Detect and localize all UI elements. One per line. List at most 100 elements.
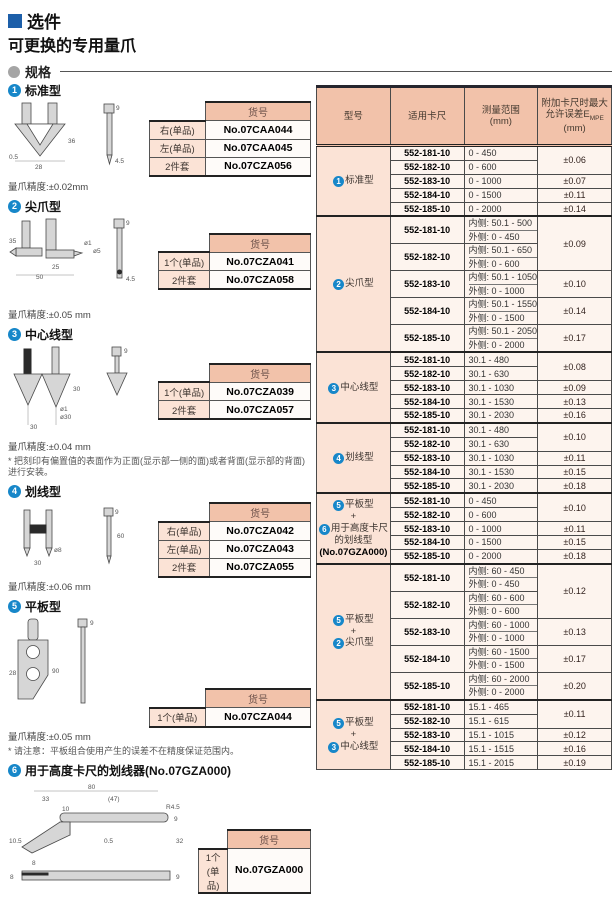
spacer-cell [149,689,206,708]
part-kind-cell: 2件套 [157,400,211,421]
dim-label: 4.5 [126,276,135,283]
part-number-cell: No.07CZA058 [209,270,311,291]
range-cell: 30.1 - 630 [463,436,539,452]
outside-range: 外侧: 0 - 1000 [468,633,525,644]
dim-label: ø1 [84,240,92,247]
diagram-pointed-jaw: 35 25 50 ø1 ø5 9 4.5 [8,217,158,306]
badge-icon: 5 [333,718,345,730]
accuracy-note: 量爪精度:±0.06 mm [8,581,91,593]
part-kind-cell: 2件套 [148,156,206,177]
error-cell: ±0.06 [537,144,612,175]
range-cell: 0 - 1500 [463,535,539,550]
inside-range: 内侧: 50.1 - 1050 [468,271,538,285]
section-pointed-jaw: 2 尖爪型 35 25 50 ø1 ø5 [8,198,311,321]
model-cell: 552-183-10 [389,270,465,299]
parts-table-header: 货号 [227,829,311,849]
part-kind-cell: 2件套 [157,557,211,578]
model-cell: 552-183-10 [389,450,465,466]
dim-label: R4.5 [166,804,180,811]
model-cell: 552-184-10 [389,464,465,480]
outside-range: 外侧: 0 - 600 [468,606,520,617]
section-height-gage-scriber: 6 用于高度卡尺的划线器(No.07GZA000) 80 33 (47) 10 … [8,762,311,894]
range-cell: 0 - 450 [463,492,539,509]
model-cell: 552-182-10 [389,243,465,272]
model-cell: 552-182-10 [389,436,465,452]
parts-table-header: 货号 [205,688,311,708]
range-cell: 0 - 1500 [463,187,539,203]
diagram-centerline-jaw: 30 ø1 ø30 30 9 [8,345,158,438]
model-cell: 552-184-10 [389,297,465,326]
part-kind-cell: 1个(单品) [157,251,211,272]
model-cell: 552-185-10 [389,671,465,701]
part-kind-cell: 1个(单品) [148,706,206,728]
dim-label: 36 [68,138,76,145]
dim-label: 9 [115,509,119,516]
outside-range: 外侧: 0 - 1000 [468,285,525,296]
section-centerline-jaw: 3 中心线型 30 ø1 ø30 30 [8,326,311,478]
model-cell: 552-181-10 [389,144,465,161]
dim-label: 30 [34,560,42,567]
part-number-cell: No.07CZA044 [205,707,311,728]
model-cell: 552-183-10 [389,380,465,396]
model-cell: 552-185-10 [389,324,465,353]
spacer-cell [158,503,210,522]
badge-5-icon: 5 [8,599,21,613]
part-number-cell: No.07CZA039 [209,381,311,402]
section-title: 用于高度卡尺的划线器(No.07GZA000) [25,763,232,778]
error-cell: ±0.11 [537,698,612,729]
dim-label: 10.5 [9,838,22,845]
dim-label: 25 [52,264,60,271]
flat-combination-note: * 请注意：平板组合使用产生的误差不在精度保证范围内。 [8,745,240,756]
range-cell: 0 - 2000 [463,201,539,217]
spec-heading-row: 规格 [8,62,612,81]
model-cell: 552-184-10 [389,394,465,410]
model-cell: 552-182-10 [389,590,465,619]
badge-icon: 3 [328,742,340,754]
spacer-cell [158,363,210,383]
parts-table-header: 货号 [209,232,311,253]
model-cell: 552-185-10 [389,478,465,494]
model-cell: 552-183-10 [389,173,465,189]
badge-icon: 5 [333,499,345,511]
range-cell: 0 - 1000 [463,173,539,189]
col-header-caliper: 适用卡尺 [389,85,465,147]
dim-label: 90 [52,668,60,675]
parts-table-header: 货号 [209,502,311,522]
model-cell: 552-182-10 [389,713,465,729]
part-kind-cell: 右(单品) [157,520,211,541]
dim-label: 0.5 [104,838,113,845]
model-cell: 552-181-10 [389,351,465,368]
outside-range: 外侧: 0 - 450 [468,579,520,590]
dim-label: 28 [9,670,17,677]
inside-range: 内侧: 60 - 600 [468,592,538,606]
dim-label: ø8 [54,547,62,554]
dim-label: 30 [73,386,81,393]
part-kind-cell: 1个(单品) [197,847,229,894]
error-cell: ±0.16 [537,741,612,757]
model-cell: 552-181-10 [389,215,465,245]
model-cell: 552-182-10 [389,366,465,382]
error-cell: ±0.10 [537,270,612,299]
section-scribing-jaw: 4 划线型 ø8 30 9 60 货 [8,483,311,593]
badge-1-icon: 1 [8,84,21,97]
inside-range: 内侧: 50.1 - 2050 [468,325,538,339]
part-number-cell: No.07CAA044 [205,120,311,140]
spacer-cell [149,102,206,121]
error-cell: ±0.11 [537,187,612,203]
error-cell: ±0.12 [537,562,612,619]
model-cell: 552-181-10 [389,698,465,715]
error-cell: ±0.17 [537,644,612,673]
heading-rule [60,71,612,72]
model-cell: 552-184-10 [389,644,465,673]
accuracy-note: 量爪精度:±0.05 mm [8,310,91,321]
outside-range: 外侧: 0 - 2000 [468,687,525,698]
part-number-cell: No.07CZA055 [209,557,311,578]
error-cell: ±0.18 [537,478,612,494]
error-cell: ±0.20 [537,671,612,701]
range-cell: 30.1 - 1030 [463,450,539,466]
diagram-scribing-jaw: ø8 30 9 60 [8,506,158,573]
